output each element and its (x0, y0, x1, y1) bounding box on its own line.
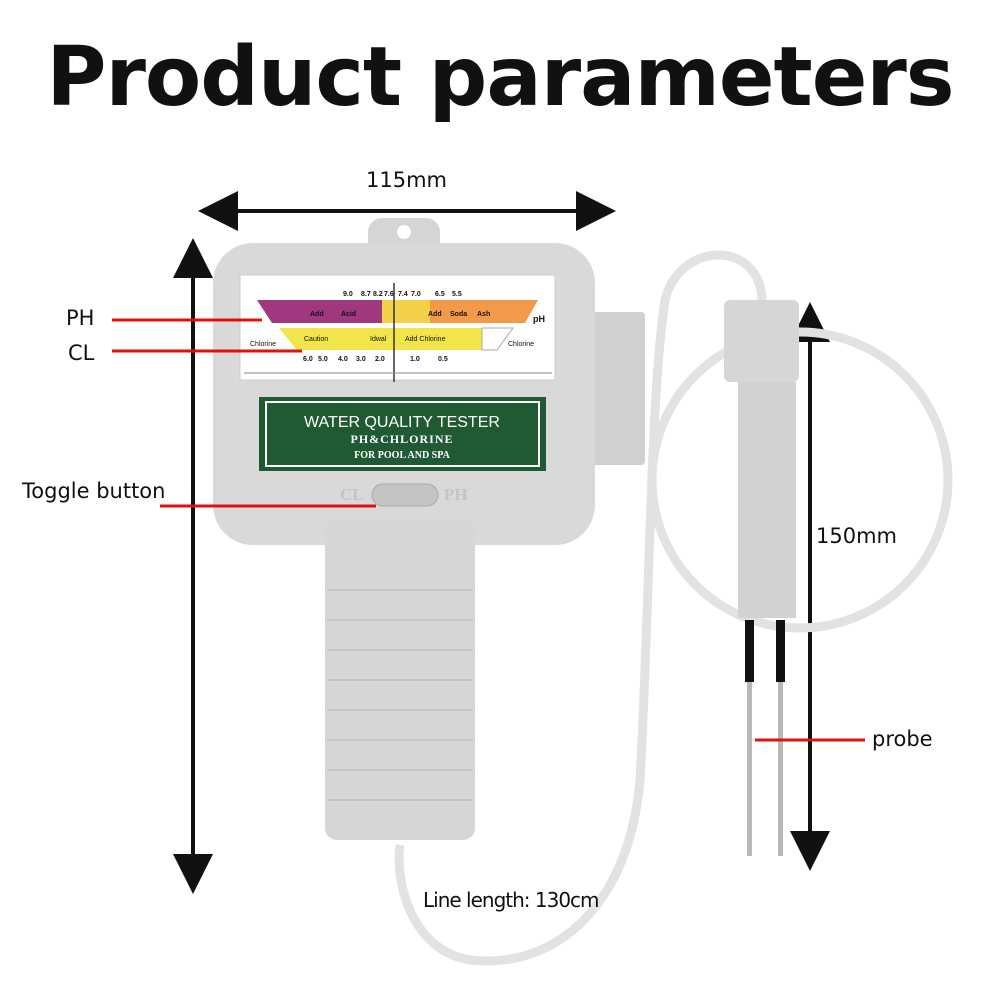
cl-zone: Add Chlorine (405, 336, 446, 343)
line-length-label: Line length: 130cm (423, 888, 600, 912)
label-line2: PH&CHLORINE (350, 432, 453, 446)
ph-zone: Soda (450, 311, 467, 318)
cl-tick: 5.0 (318, 356, 328, 363)
cl-scale-label: Chlorine (250, 341, 276, 348)
cl-zone: Caution (304, 336, 328, 343)
cl-tick: 6.0 (303, 356, 313, 363)
toggle-cl-label: CL (340, 485, 364, 504)
ph-zone: Acid (341, 311, 356, 318)
ph-tick: 7.6 (384, 291, 394, 298)
cl-zone: Idwal (370, 336, 387, 343)
ph-tick: 7.4 (398, 291, 408, 298)
label-line3: FOR POOL AND SPA (354, 450, 450, 461)
label-line1: WATER QUALITY TESTER (304, 414, 500, 431)
toggle-callout: Toggle button (22, 479, 166, 503)
ph-zone: Ash (477, 311, 490, 318)
ph-scale-label: pH (533, 314, 545, 324)
ph-tick: 9.0 (343, 291, 353, 298)
page-title: Product parameters (46, 30, 954, 125)
cl-tick: 0.5 (438, 356, 448, 363)
cl-tick: 4.0 (338, 356, 348, 363)
width-label: 115mm (366, 168, 447, 192)
probe-callout: probe (872, 727, 933, 751)
toggle-ph-label: PH (444, 485, 468, 504)
ph-zone: Add (310, 311, 324, 318)
tester-device (213, 218, 799, 856)
cl-scale-label-right: Chlorine (508, 341, 534, 348)
ph-tick: 8.7 (361, 291, 371, 298)
ph-zone: Add (428, 311, 442, 318)
ph-tick: 6.5 (435, 291, 445, 298)
toggle-switch[interactable] (371, 483, 439, 507)
ph-tick: 7.0 (411, 291, 421, 298)
cl-callout: CL (68, 341, 95, 365)
cl-tick: 2.0 (375, 356, 385, 363)
cable (394, 250, 953, 966)
cl-tick: 1.0 (410, 356, 420, 363)
probe-length-label: 150mm (816, 524, 897, 548)
cl-tick: 3.0 (356, 356, 366, 363)
ph-tick: 5.5 (452, 291, 462, 298)
ph-callout: PH (66, 306, 95, 330)
ph-tick: 8.2 (373, 291, 383, 298)
probe (724, 300, 799, 856)
